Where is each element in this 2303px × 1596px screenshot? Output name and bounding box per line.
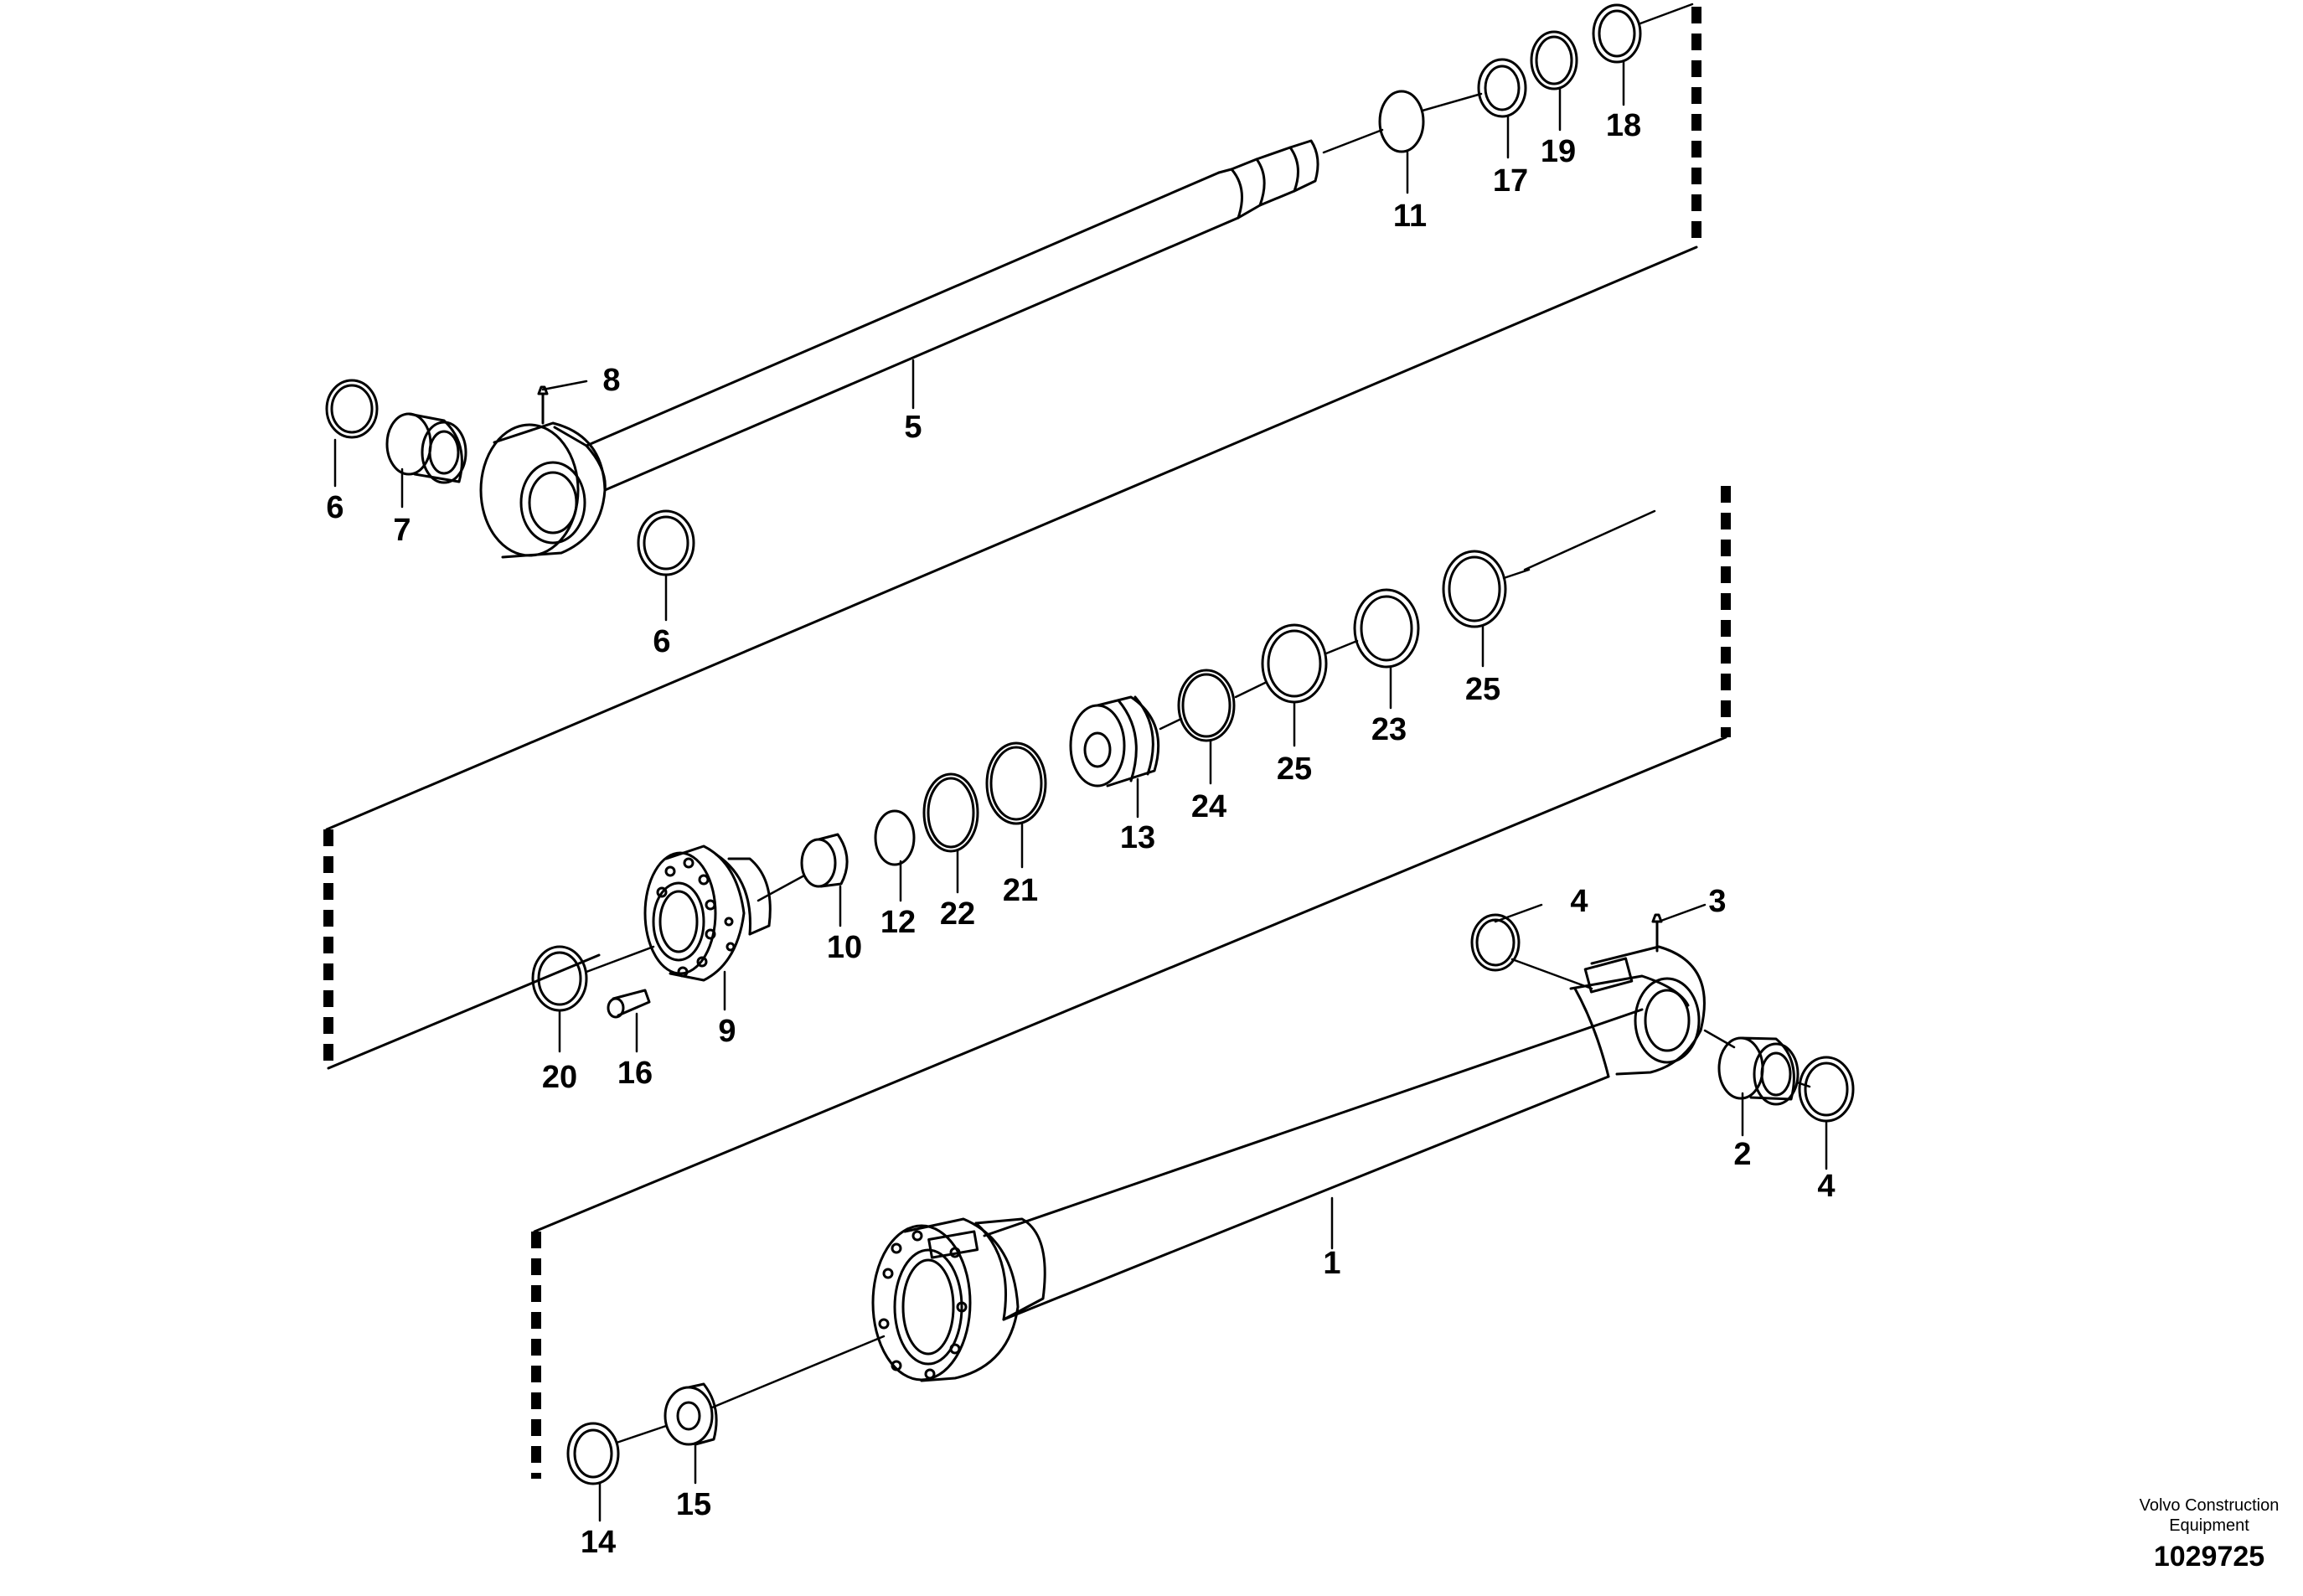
callout-4-top: 4: [1570, 884, 1588, 919]
callout-20: 20: [542, 1060, 577, 1095]
ring-23: [1353, 588, 1420, 669]
seal-17: [1477, 58, 1527, 118]
piston-rod: [479, 139, 1319, 559]
cylinder-head: [643, 844, 772, 982]
callout-17: 17: [1493, 163, 1528, 199]
callout-5: 5: [904, 410, 922, 445]
ring-18: [1592, 3, 1642, 64]
callout-4-bottom: 4: [1817, 1169, 1835, 1204]
callout-13: 13: [1120, 820, 1155, 855]
company-name: Volvo Construction Equipment: [2139, 1496, 2280, 1535]
callout-6-right: 6: [653, 624, 670, 659]
callout-21: 21: [1003, 873, 1038, 908]
callout-22: 22: [940, 896, 975, 932]
callout-18: 18: [1606, 108, 1641, 143]
ring-19: [1530, 30, 1578, 90]
callout-6-left: 6: [326, 490, 343, 525]
middle-connection-bracket: [323, 486, 1731, 1233]
callout-1: 1: [1323, 1246, 1340, 1281]
drawing-credit: Volvo Construction Equipment 1029725: [2117, 1495, 2301, 1573]
ring-12: [874, 809, 916, 866]
callout-24: 24: [1191, 789, 1226, 824]
callout-19: 19: [1541, 134, 1576, 169]
seal-24: [1177, 669, 1236, 742]
piston-13: [1069, 695, 1160, 788]
callout-15: 15: [676, 1487, 711, 1522]
callout-labels: 1 2 3 4 4 5 6 6 7 8 9 10 11 12 13 14 15 …: [326, 108, 1835, 1560]
callout-10: 10: [827, 930, 862, 965]
tube-seal-4-top: [1470, 913, 1521, 972]
callout-25-left: 25: [1277, 752, 1312, 787]
callout-3: 3: [1708, 884, 1726, 919]
callout-9: 9: [718, 1014, 736, 1049]
callout-16: 16: [617, 1056, 653, 1091]
tube-seal-4-bottom: [1798, 1056, 1855, 1123]
drawing-number: 1029725: [2153, 1541, 2265, 1573]
callout-2: 2: [1733, 1137, 1751, 1172]
nut-15: [664, 1382, 718, 1446]
callout-25-right: 25: [1465, 672, 1500, 707]
ring-25-right: [1442, 550, 1507, 628]
head-bolt: [607, 989, 651, 1019]
rod-bushing: [385, 412, 467, 484]
tube-bushing-2: [1717, 1036, 1800, 1106]
seal-22: [922, 772, 979, 853]
callout-23: 23: [1371, 712, 1407, 747]
callout-8: 8: [602, 363, 620, 398]
callout-12: 12: [880, 905, 916, 940]
callout-14: 14: [581, 1525, 616, 1560]
leader-lines: [333, 60, 1828, 1522]
seal-21: [985, 741, 1047, 825]
rod-seal-left: [325, 379, 379, 439]
ring-25-left: [1261, 623, 1328, 704]
cylinder-tube: [871, 913, 1706, 1382]
rod-seal-right: [637, 509, 695, 576]
rod-end-ring-11: [1378, 90, 1425, 153]
top-connection-bracket: [325, 7, 1701, 831]
washer-14: [566, 1422, 620, 1485]
bushing-10: [800, 833, 849, 888]
callout-7: 7: [393, 513, 411, 548]
callout-11: 11: [1393, 199, 1427, 234]
